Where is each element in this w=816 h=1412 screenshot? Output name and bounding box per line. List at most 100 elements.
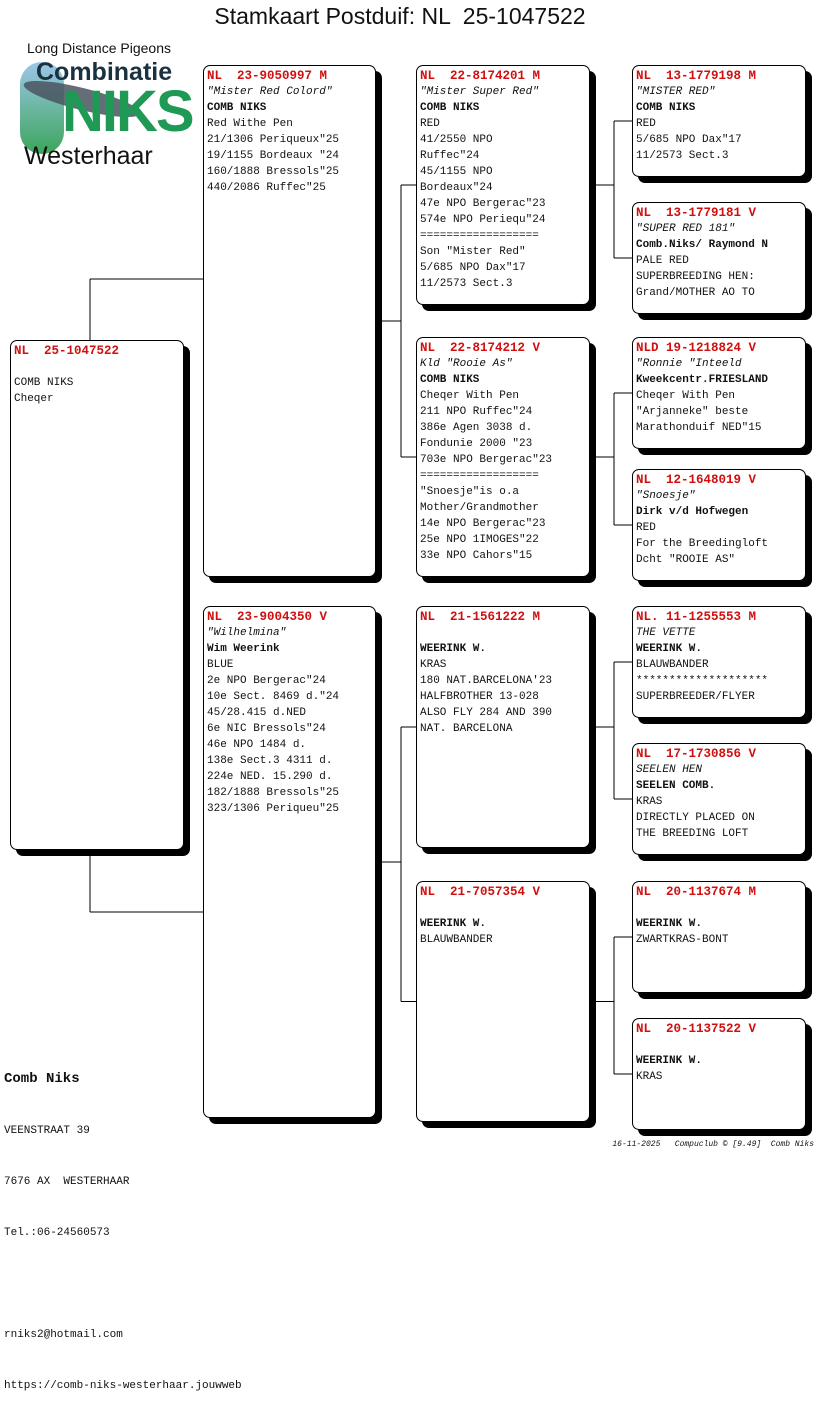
info-line: 25e NPO 1IMOGES"22 [420,534,539,546]
info-line: Cheqer [14,393,54,405]
pigeon-card-fmm[interactable]: NL 12-1648019 V "Snoesje" Dirk v/d Hofwege… [632,469,806,581]
pigeon-name [420,900,589,916]
logo-line2: NIKS [62,79,195,144]
ring-number: NL 23-9004350 V [207,610,328,624]
breeder-name: SEELEN COMB. [636,780,716,792]
info-line: DIRECTLY PLACED ON [636,812,755,824]
page-title: Stamkaart Postduif: NL 25-1047522 [214,3,586,29]
info-line: THE BREEDING LOFT [636,828,749,840]
info-line: Cheqer With Pen [636,390,736,402]
logo-pill [20,62,64,154]
info-line: 5/685 NPO Dax"17 [636,134,742,146]
info-line: 182/1888 Bressols"25 [207,787,340,799]
pigeon-name: "MISTER RED" [636,86,716,98]
pigeon-card-mf[interactable]: NL 21-1561222 M WEERINK W. KRAS 180 NAT.BAR… [416,606,590,848]
pigeon-name [636,1037,805,1053]
owner-address: VEENSTRAAT 39 [4,1125,90,1137]
breeder-name: COMB NIKS [636,102,696,114]
info-line: 11/2573 Sect.3 [420,278,513,290]
info-line: Grand/MOTHER AO TO [636,287,755,299]
pigeon-card-father[interactable]: NL 23-9050997 M"Mister Red Colord"COMB N… [203,65,376,577]
info-line: "Snoesje"is o.a [420,486,520,498]
info-line: 160/1888 Bressols"25 [207,166,340,178]
info-line: 224e NED. 15.290 d. [207,771,333,783]
pigeon-name [14,359,183,375]
info-line: PALE RED [636,255,689,267]
info-line: NAT. BARCELONA [420,723,513,735]
ring-number: NL 13-1779181 V [636,206,757,220]
info-line: 386e Agen 3038 d. [420,422,533,434]
info-line: Ruffec"24 [420,150,480,162]
info-line: 33e NPO Cahors"15 [420,550,533,562]
pigeon-name: "SUPER RED 181" [636,223,736,235]
info-line: 19/1155 Bordeaux "24 [207,150,340,162]
breeder-name: Wim Weerink [207,643,280,655]
info-line: Red Withe Pen [207,118,293,130]
owner-email[interactable]: rniks2@hotmail.com [4,1329,123,1341]
pigeon-card-ffm[interactable]: NL 13-1779181 V"SUPER RED 181"Comb.Niks/… [632,202,806,314]
breeder-name: WEERINK W. [420,643,487,655]
info-line: 21/1306 Periqueux"25 [207,134,340,146]
pigeon-name: "Snoesje" [636,490,696,502]
logo-tagline: Long Distance Pigeons [27,40,171,56]
info-line: KRAS [420,659,447,671]
breeder-name: WEERINK W. [420,918,487,930]
ring-number: NL 12-1648019 V [636,473,757,487]
info-line: 138e Sect.3 4311 d. [207,755,333,767]
info-line: BLAUWBANDER [636,659,709,671]
info-line: SUPERBREEDING HEN: [636,271,755,283]
info-line: 703e NPO Bergerac"23 [420,454,553,466]
info-line: HALFBROTHER 13-028 [420,691,539,703]
info-line: "Arjanneke" beste [636,406,749,418]
info-line: ALSO FLY 284 AND 390 [420,707,553,719]
info-line: 323/1306 Periqueu"25 [207,803,340,815]
breeder-name: Dirk v/d Hofwegen [636,506,749,518]
ring-number: NL 20-1137674 M [636,885,757,899]
info-line: ZWARTKRAS-BONT [636,934,729,946]
ring-number: NLD 19-1218824 V [636,341,757,355]
pigeon-name: "Mister Super Red" [420,86,539,98]
info-line: RED [420,118,440,130]
ring-number: NL 22-8174201 M [420,69,541,83]
owner-city: 7676 AX WESTERHAAR [4,1176,130,1188]
info-line: Cheqer With Pen [420,390,520,402]
ring-number: NL 20-1137522 V [636,1022,757,1036]
info-line: 5/685 NPO Dax"17 [420,262,526,274]
pedigree-connectors [89,120,632,1075]
ring-number: NL 21-1561222 M [420,610,541,624]
owner-info: Comb Niks VEENSTRAAT 39 7676 AX WESTERHA… [4,1035,242,1412]
info-line: 10e Sect. 8469 d."24 [207,691,340,703]
owner-website[interactable]: https://comb-niks-westerhaar.jouwweb [4,1380,242,1392]
ring-number: NL 25-1047522 [14,344,120,358]
info-line: Son "Mister Red" [420,246,526,258]
info-line: Bordeaux"24 [420,182,493,194]
breeder-name: Kweekcentr.FRIESLAND [636,374,769,386]
pigeon-name: THE VETTE [636,627,696,639]
info-line: 11/2573 Sect.3 [636,150,729,162]
info-line: 47e NPO Bergerac"23 [420,198,546,210]
info-line: 180 NAT.BARCELONA'23 [420,675,553,687]
ring-number: NL. 11-1255553 M [636,610,757,624]
pigeon-name [636,900,805,916]
info-line: RED [636,522,656,534]
info-line: 574e NPO Periequ"24 [420,214,546,226]
breeder-name: COMB NIKS [207,102,267,114]
pigeon-name: "Mister Red Colord" [207,86,333,98]
info-line: 46e NPO 1484 d. [207,739,307,751]
info-line: KRAS [636,796,663,808]
pigeon-name: SEELEN HEN [636,764,703,776]
ring-number: NL 13-1779198 M [636,69,757,83]
pigeon-card-ff[interactable]: NL 22-8174201 M"Mister Super Red"COMB NI… [416,65,590,305]
info-line: 2e NPO Bergerac"24 [207,675,326,687]
info-line: 440/2086 Ruffec"25 [207,182,326,194]
